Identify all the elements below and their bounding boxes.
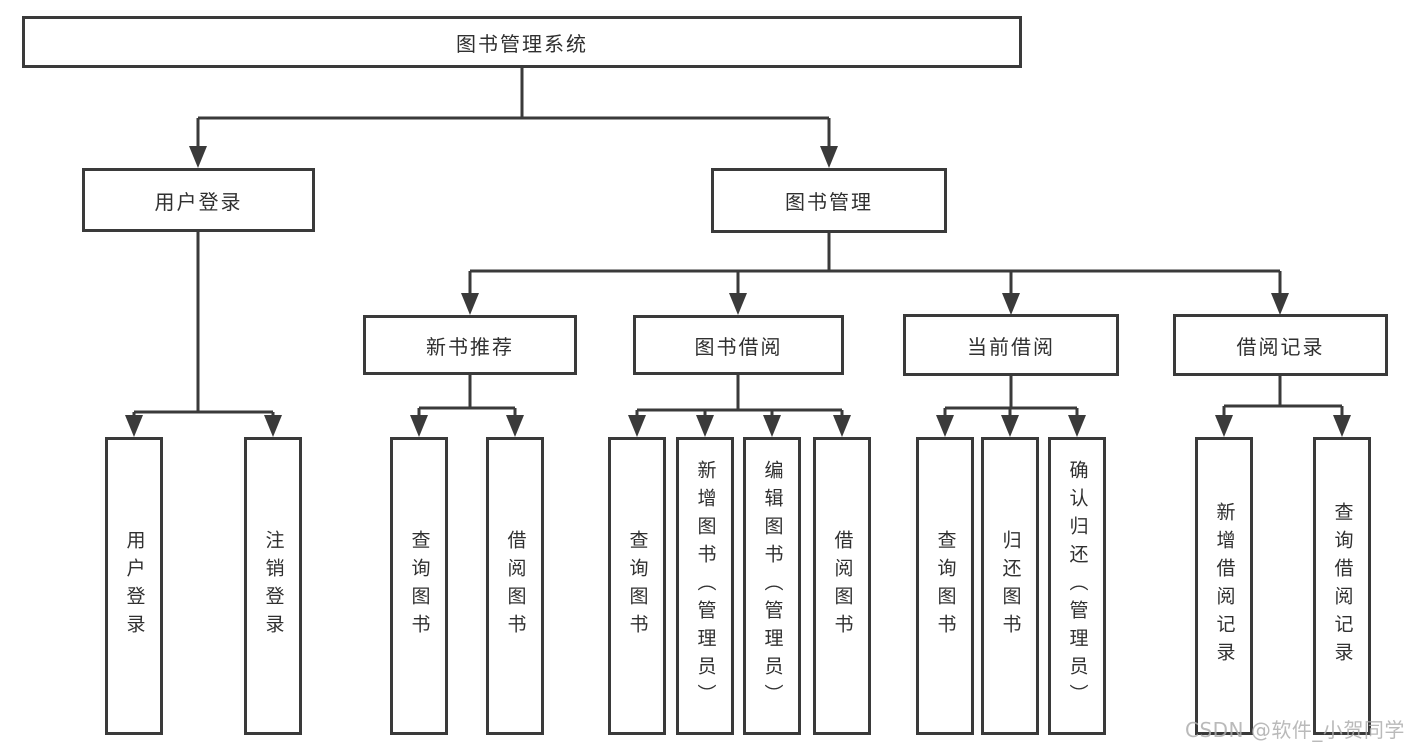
leaf-query-books-recommend-label: 查询图书 (408, 530, 431, 642)
node-borrow-record-label: 借阅记录 (1236, 334, 1325, 359)
leaf-query-books-recommend: 查询图书 (390, 437, 448, 735)
leaf-query-borrow-record-label: 查询借阅记录 (1331, 502, 1354, 670)
leaf-query-books-current-label: 查询图书 (934, 530, 957, 642)
watermark: CSDN @软件_小贺同学 (1185, 718, 1405, 742)
leaf-query-books-borrow-label: 查询图书 (626, 530, 649, 642)
leaf-borrow-books-recommend-label: 借阅图书 (504, 530, 527, 642)
node-current-borrow-label: 当前借阅 (967, 334, 1055, 359)
leaf-borrow-books-borrow-label: 借阅图书 (831, 530, 854, 642)
node-new-book-recommend: 新书推荐 (363, 315, 577, 375)
node-root-label: 图书管理系统 (456, 31, 588, 56)
node-book-management-label: 图书管理 (785, 190, 873, 214)
leaf-user-login-label: 用户登录 (123, 530, 146, 642)
connector-book-borrow-to-children (628, 375, 851, 437)
leaf-confirm-return-admin: 确认归还（管理员） (1048, 437, 1106, 735)
leaf-add-borrow-record: 新增借阅记录 (1195, 437, 1253, 735)
connector-borrow-record-to-children (1215, 376, 1351, 437)
leaf-query-borrow-record: 查询借阅记录 (1313, 437, 1371, 735)
node-user-login: 用户登录 (82, 168, 315, 232)
leaf-return-book: 归还图书 (981, 437, 1039, 735)
node-borrow-record: 借阅记录 (1173, 314, 1388, 376)
node-book-borrow: 图书借阅 (633, 315, 844, 375)
leaf-confirm-return-admin-label: 确认归还（管理员） (1066, 460, 1089, 712)
leaf-query-books-current: 查询图书 (916, 437, 974, 735)
leaf-add-borrow-record-label: 新增借阅记录 (1213, 502, 1236, 670)
leaf-return-book-label: 归还图书 (999, 530, 1022, 642)
leaf-logout-label: 注销登录 (262, 530, 285, 642)
node-current-borrow: 当前借阅 (903, 314, 1119, 376)
connector-root-to-level2 (189, 68, 838, 168)
leaf-add-book-admin: 新增图书（管理员） (676, 437, 734, 735)
leaf-query-books-borrow: 查询图书 (608, 437, 666, 735)
connector-book-mgmt-to-level3 (461, 233, 1289, 315)
leaf-user-login: 用户登录 (105, 437, 163, 735)
leaf-logout: 注销登录 (244, 437, 302, 735)
leaf-add-book-admin-label: 新增图书（管理员） (694, 460, 717, 712)
leaf-borrow-books-recommend: 借阅图书 (486, 437, 544, 735)
leaf-borrow-books-borrow: 借阅图书 (813, 437, 871, 735)
leaf-edit-book-admin-label: 编辑图书（管理员） (761, 460, 784, 712)
node-book-management: 图书管理 (711, 168, 947, 233)
node-user-login-label: 用户登录 (154, 189, 243, 214)
connector-user-login-to-children (125, 232, 282, 437)
node-book-borrow-label: 图书借阅 (694, 334, 783, 359)
connector-current-borrow-to-children (936, 376, 1086, 437)
node-root: 图书管理系统 (22, 16, 1022, 68)
node-new-book-recommend-label: 新书推荐 (426, 334, 514, 359)
leaf-edit-book-admin: 编辑图书（管理员） (743, 437, 801, 735)
connector-new-book-rec-to-children (410, 375, 524, 437)
